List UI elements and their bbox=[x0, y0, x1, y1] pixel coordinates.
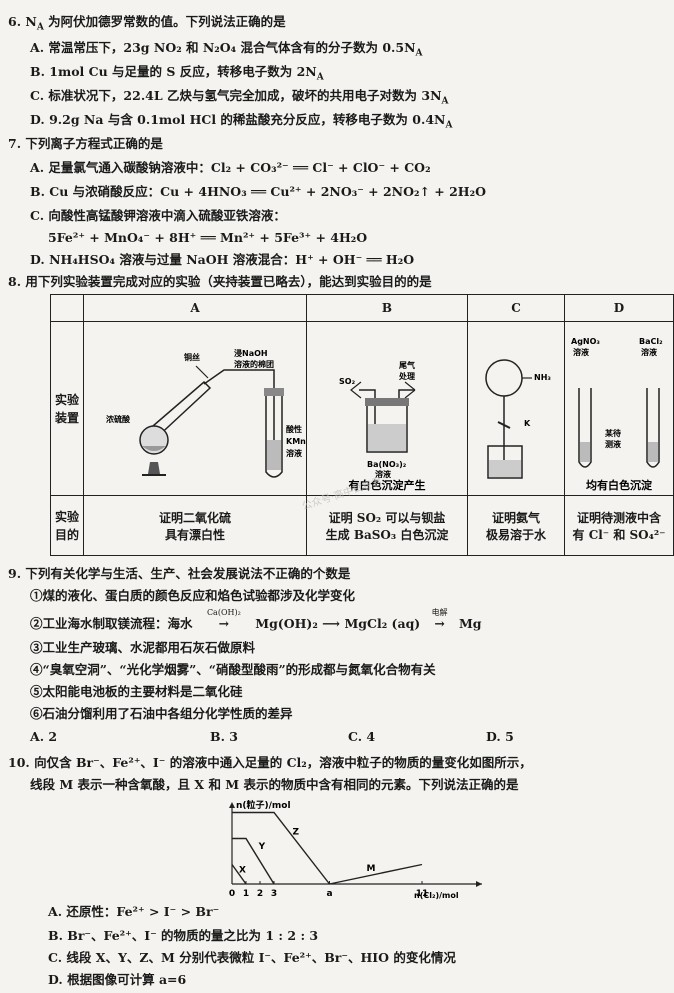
col-header-a: A bbox=[83, 294, 307, 322]
row-label-apparatus: 实验装置 bbox=[50, 321, 84, 496]
label-so2: SO₂ bbox=[339, 377, 356, 386]
q8-stem: 8. 用下列实验装置完成对应的实验（夹持装置已略去），能达到实验目的的是 bbox=[8, 274, 432, 289]
apparatus-a-drawing: 铜丝 浸NaOH 溶液的棉团 浓硫酸 酸性 KMnO₄ 溶液 bbox=[106, 348, 317, 478]
label-bacl2: BaCl₂ bbox=[639, 337, 663, 346]
q7-option-c: C. 向酸性高锰酸钾溶液中滴入硫酸亚铁溶液： bbox=[30, 208, 286, 223]
q7-option-c-equation: 5Fe²⁺ + MnO₄⁻ + 8H⁺ ══ Mn²⁺ + 5Fe³⁺ + 4H… bbox=[48, 230, 368, 245]
q9-option-d: D. 5 bbox=[486, 729, 514, 744]
apparatus-b-drawing: SO₂ 尾气 处理 Ba(NO₃)₂ 溶液 有白色沉淀产生 bbox=[339, 360, 426, 492]
table-corner bbox=[50, 294, 84, 322]
q6-option-a: A. 常温常压下，23g NO₂ 和 N₂O₄ 混合气体含有的分子数为 0.5N… bbox=[30, 40, 423, 59]
q10-option-b: B. Br⁻、Fe²⁺、I⁻ 的物质的量之比为 1 : 2 : 3 bbox=[48, 928, 319, 943]
label-agno3: AgNO₃ bbox=[571, 337, 600, 346]
q7-stem: 7. 下列离子方程式正确的是 bbox=[8, 136, 163, 151]
apparatus-d-drawing: AgNO₃ 溶液 BaCl₂ 溶液 某待 测液 均有白色沉淀 bbox=[571, 337, 663, 492]
q10-option-d: D. 根据图像可计算 a=6 bbox=[48, 972, 187, 987]
x-tick-label: 11 bbox=[416, 889, 429, 899]
q10-option-c: C. 线段 X、Y、Z、M 分别代表微粒 I⁻、Fe²⁺、Br⁻、HIO 的变化… bbox=[48, 950, 456, 965]
experiment-table: A B C D 实验装置 bbox=[50, 294, 674, 556]
q7-option-b: B. Cu 与浓硝酸反应：Cu + 4HNO₃ ══ Cu²⁺ + 2NO₃⁻ … bbox=[30, 184, 486, 199]
q9-option-a: A. 2 bbox=[30, 729, 58, 744]
col-header-d: D bbox=[564, 294, 674, 322]
purpose-d: 证明待测液中含有 Cl⁻ 和 SO₄²⁻ bbox=[564, 495, 674, 556]
label-test-liquid: 某待 bbox=[604, 428, 621, 438]
label-acidic: 酸性 bbox=[286, 424, 302, 434]
q9-item-2: ②工业海水制取镁流程：海水 Ca(OH)₂→ Mg(OH)₂ ⟶ MgCl₂ (… bbox=[30, 608, 482, 631]
apparatus-a: 铜丝 浸NaOH 溶液的棉团 浓硫酸 酸性 KMnO₄ 溶液 bbox=[83, 321, 317, 496]
q9-stem: 9. 下列有关化学与生活、生产、社会发展说法不正确的个数是 bbox=[8, 566, 351, 581]
q9-item-5: ⑤太阳能电池板的主要材料是二氧化硅 bbox=[30, 684, 243, 699]
series-line-z bbox=[232, 811, 331, 885]
x-tick-label: a bbox=[326, 889, 332, 899]
label-conc-sulfuric: 浓硫酸 bbox=[106, 414, 131, 424]
purpose-a: 证明二氧化硫具有漂白性 bbox=[83, 495, 307, 556]
apparatus-b: SO₂ 尾气 处理 Ba(NO₃)₂ 溶液 有白色沉淀产生 bbox=[306, 321, 468, 496]
q6-option-c: C. 标准状况下，22.4L 乙炔与氢气完全加成，破坏的共用电子对数为 3NA bbox=[30, 88, 449, 107]
col-header-b: B bbox=[306, 294, 468, 322]
series-label-y: Y bbox=[258, 842, 266, 852]
apparatus-d: AgNO₃ 溶液 BaCl₂ 溶液 某待 测液 均有白色沉淀 bbox=[564, 321, 674, 496]
caption-b: 有白色沉淀产生 bbox=[349, 478, 426, 492]
label-agno3-solution: 溶液 bbox=[573, 347, 589, 357]
purpose-c: 证明氨气极易溶于水 bbox=[467, 495, 565, 556]
q9-item-6: ⑥石油分馏利用了石油中各组分化学性质的差异 bbox=[30, 706, 293, 721]
y-axis-arrow bbox=[229, 802, 235, 808]
label-bacl2-solution: 溶液 bbox=[641, 347, 657, 357]
q7-option-d: D. NH₄HSO₄ 溶液与过量 NaOH 溶液混合：H⁺ + OH⁻ ══ H… bbox=[30, 252, 415, 267]
label-tail-gas: 尾气 bbox=[398, 360, 415, 370]
label-treatment: 处理 bbox=[398, 371, 415, 381]
label-valve-k: K bbox=[524, 419, 531, 428]
series-line-x bbox=[231, 864, 247, 885]
purpose-b: 证明 SO₂ 可以与钡盐生成 BaSO₃ 白色沉淀 bbox=[306, 495, 468, 556]
x-tick-label: 1 bbox=[243, 889, 249, 899]
q10-option-a: A. 还原性：Fe²⁺ > I⁻ > Br⁻ bbox=[48, 904, 220, 919]
q9-option-c: C. 4 bbox=[348, 729, 376, 744]
label-naoh-cotton: 溶液的棉团 bbox=[234, 359, 274, 369]
series-label-x: X bbox=[239, 865, 246, 875]
label-nh3: NH₃ bbox=[534, 373, 551, 382]
q6-option-b: B. 1mol Cu 与足量的 S 反应，转移电子数为 2NA bbox=[30, 64, 324, 83]
q6-stem: 6. NA 为阿伏加德罗常数的值。下列说法正确的是 bbox=[8, 14, 286, 33]
label-test-liquid-2: 测液 bbox=[605, 439, 621, 449]
x-axis-label: n(Cl₂)/mol bbox=[414, 891, 459, 900]
q9-item-3: ③工业生产玻璃、水泥都用石灰石做原料 bbox=[30, 640, 256, 655]
series-line-m bbox=[329, 863, 423, 885]
series-label-z: Z bbox=[293, 828, 300, 838]
label-naoh: 浸NaOH bbox=[234, 348, 268, 358]
label-copper-wire: 铜丝 bbox=[184, 352, 200, 362]
label-kmno4: KMnO₄ bbox=[286, 437, 306, 446]
x-axis-arrow bbox=[476, 881, 482, 887]
x-tick-label: 0 bbox=[229, 889, 235, 899]
q10-stem: 10. 向仅含 Br⁻、Fe²⁺、I⁻ 的溶液中通入足量的 Cl₂，溶液中粒子的… bbox=[8, 755, 532, 770]
label-ba-solution: 溶液 bbox=[375, 469, 391, 479]
apparatus-c: NH₃ K bbox=[467, 321, 565, 496]
label-kmno4-solution: 溶液 bbox=[286, 448, 302, 458]
col-header-c: C bbox=[467, 294, 565, 322]
q6-option-d: D. 9.2g Na 与含 0.1mol HCl 的稀盐酸充分反应，转移电子数为… bbox=[30, 112, 453, 131]
series-line-y bbox=[232, 837, 275, 885]
x-tick-label: 3 bbox=[271, 889, 277, 899]
series-group: X Y Z M bbox=[231, 811, 423, 885]
x-tick-label: 2 bbox=[257, 889, 263, 899]
q9-option-b: B. 3 bbox=[210, 729, 238, 744]
y-axis-label: n(粒子)/mol bbox=[236, 799, 291, 811]
label-ba-nitrate: Ba(NO₃)₂ bbox=[367, 460, 407, 469]
caption-d: 均有白色沉淀 bbox=[586, 478, 653, 492]
apparatus-c-drawing: NH₃ K bbox=[485, 359, 551, 479]
series-label-m: M bbox=[367, 864, 376, 874]
row-label-purpose: 实验目的 bbox=[50, 495, 84, 556]
q10-stem-2: 线段 M 表示一种含氧酸，且 X 和 M 表示的物质中含有相同的元素。下列说法正… bbox=[30, 777, 519, 792]
q7-option-a: A. 足量氯气通入碳酸钠溶液中：Cl₂ + CO₃²⁻ ══ Cl⁻ + ClO… bbox=[30, 160, 431, 175]
q9-item-1: ①煤的液化、蛋白质的颜色反应和焰色试验都涉及化学变化 bbox=[30, 588, 356, 603]
q9-item-4: ④“臭氧空洞”、“光化学烟雾”、“硝酸型酸雨”的形成都与氮氧化合物有关 bbox=[30, 662, 436, 677]
